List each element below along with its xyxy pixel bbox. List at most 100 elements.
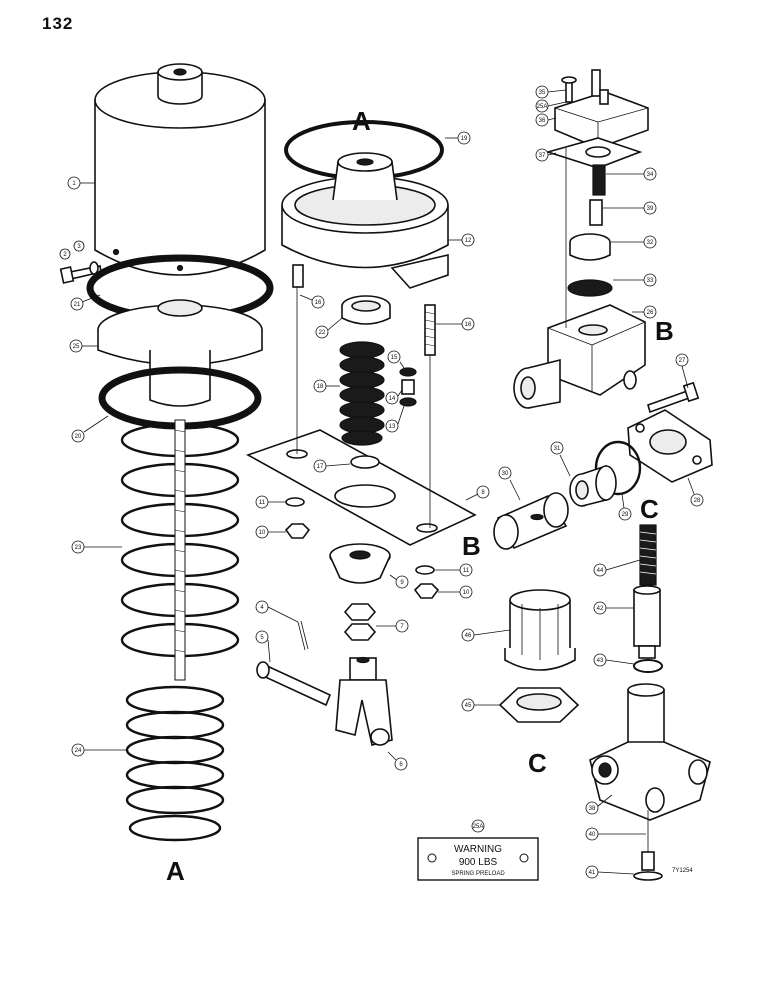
callout-19: 19 bbox=[461, 136, 468, 142]
callout-43: 43 bbox=[597, 658, 604, 664]
callout-26: 26 bbox=[647, 310, 654, 316]
cylinder-cap bbox=[94, 63, 266, 276]
washer-11-left bbox=[285, 497, 305, 507]
callout-8: 8 bbox=[481, 490, 485, 496]
callout-30: 30 bbox=[502, 471, 509, 477]
washer-11-right bbox=[415, 565, 435, 575]
callout-5: 5 bbox=[260, 635, 264, 641]
stem-39 bbox=[589, 199, 603, 226]
section-letter-a-bottom: A bbox=[166, 856, 185, 886]
callout-14: 14 bbox=[389, 396, 396, 402]
callout-24: 24 bbox=[75, 748, 82, 754]
callout-40: 40 bbox=[589, 832, 596, 838]
callout-7: 7 bbox=[400, 624, 404, 630]
warning-line-3: SPRING PRELOAD bbox=[451, 871, 505, 877]
cap-46 bbox=[504, 589, 576, 671]
callout-22: 22 bbox=[319, 330, 326, 336]
plunger-42 bbox=[633, 585, 661, 659]
valve-body-26 bbox=[513, 304, 646, 409]
section-letter-a-cap: A bbox=[352, 106, 371, 136]
stud-16-left bbox=[292, 264, 304, 288]
callout-31: 31 bbox=[554, 446, 561, 452]
section-letter-c-spring: C bbox=[640, 494, 659, 524]
section-letter-b-sleeve: B bbox=[462, 531, 481, 561]
callout-18: 18 bbox=[317, 384, 324, 390]
drawing-code: 7Y1254 bbox=[672, 868, 693, 874]
o-ring-29 bbox=[594, 440, 642, 496]
callout-39: 39 bbox=[647, 206, 654, 212]
callout-37: 37 bbox=[539, 153, 546, 159]
callout-20: 20 bbox=[75, 434, 82, 440]
spring-seat-9 bbox=[329, 543, 391, 584]
callout-36: 36 bbox=[539, 118, 546, 124]
spring-34 bbox=[592, 164, 606, 196]
o-ring-43 bbox=[633, 659, 663, 673]
callout-32: 32 bbox=[647, 240, 654, 246]
callout-27: 27 bbox=[679, 358, 686, 364]
warning-line-2: 900 LBS bbox=[459, 857, 498, 868]
warning-plate-25a: WARNING 900 LBS SPRING PRELOAD bbox=[417, 837, 539, 881]
callout-46: 46 bbox=[465, 633, 472, 639]
callout-16-left: 16 bbox=[315, 300, 322, 306]
callout-11-left: 11 bbox=[259, 500, 266, 506]
callout-25a: 25A bbox=[537, 104, 548, 110]
callout-16-right: 16 bbox=[465, 322, 472, 328]
callout-23: 23 bbox=[75, 545, 82, 551]
bolt-27 bbox=[647, 381, 700, 414]
guide-32 bbox=[569, 233, 611, 261]
callout-25a-warning: 25A bbox=[473, 824, 484, 830]
disc-33 bbox=[567, 279, 613, 297]
clevis-6 bbox=[335, 656, 393, 746]
callout-10-right: 10 bbox=[463, 590, 470, 596]
housing-12 bbox=[281, 152, 449, 289]
callout-41: 41 bbox=[589, 870, 596, 876]
callout-12: 12 bbox=[465, 238, 472, 244]
retainer-15 bbox=[399, 367, 417, 377]
washer-3 bbox=[89, 261, 99, 275]
callout-45: 45 bbox=[465, 703, 472, 709]
callouts: 1 2 3 21 25 20 23 24 19 12 16 16 22 18 1… bbox=[59, 85, 704, 879]
callout-11-right: 11 bbox=[463, 568, 470, 574]
boot-18 bbox=[339, 341, 385, 446]
bushing-17 bbox=[350, 455, 380, 469]
nut-10-left bbox=[284, 523, 311, 539]
callout-35: 35 bbox=[539, 90, 546, 96]
callout-4: 4 bbox=[260, 605, 264, 611]
piston-25 bbox=[97, 299, 263, 407]
spring-14 bbox=[401, 379, 415, 395]
gasket-37 bbox=[545, 137, 643, 169]
callout-9: 9 bbox=[400, 580, 404, 586]
pin-5 bbox=[256, 661, 332, 707]
plate-8 bbox=[246, 429, 477, 546]
callout-13: 13 bbox=[389, 424, 396, 430]
spring-44 bbox=[639, 524, 657, 586]
callout-10-left: 10 bbox=[259, 530, 266, 536]
callout-15: 15 bbox=[391, 355, 398, 361]
callout-28: 28 bbox=[694, 498, 701, 504]
callout-3: 3 bbox=[77, 244, 81, 250]
cotter-pin-4 bbox=[297, 620, 309, 651]
callout-33: 33 bbox=[647, 278, 654, 284]
callout-42: 42 bbox=[597, 606, 604, 612]
sleeve-30 bbox=[493, 492, 569, 550]
seat-31 bbox=[569, 464, 617, 507]
callout-29: 29 bbox=[622, 512, 629, 518]
callout-2: 2 bbox=[63, 252, 67, 258]
callout-1: 1 bbox=[72, 181, 76, 187]
nut-10-right bbox=[413, 583, 440, 599]
jam-nuts-7 bbox=[343, 603, 377, 641]
callout-38: 38 bbox=[589, 806, 596, 812]
nut-45 bbox=[498, 687, 580, 723]
flange-28 bbox=[627, 409, 713, 483]
callout-34: 34 bbox=[647, 172, 654, 178]
callout-21: 21 bbox=[74, 302, 81, 308]
callout-44: 44 bbox=[597, 568, 604, 574]
retainer-13 bbox=[399, 397, 417, 407]
screw-35 bbox=[561, 76, 577, 103]
callout-17: 17 bbox=[317, 464, 324, 470]
callout-25: 25 bbox=[73, 344, 80, 350]
section-letter-c-nut: C bbox=[528, 748, 547, 778]
page-number: 132 bbox=[42, 14, 74, 33]
section-letter-b-body: B bbox=[655, 316, 674, 346]
